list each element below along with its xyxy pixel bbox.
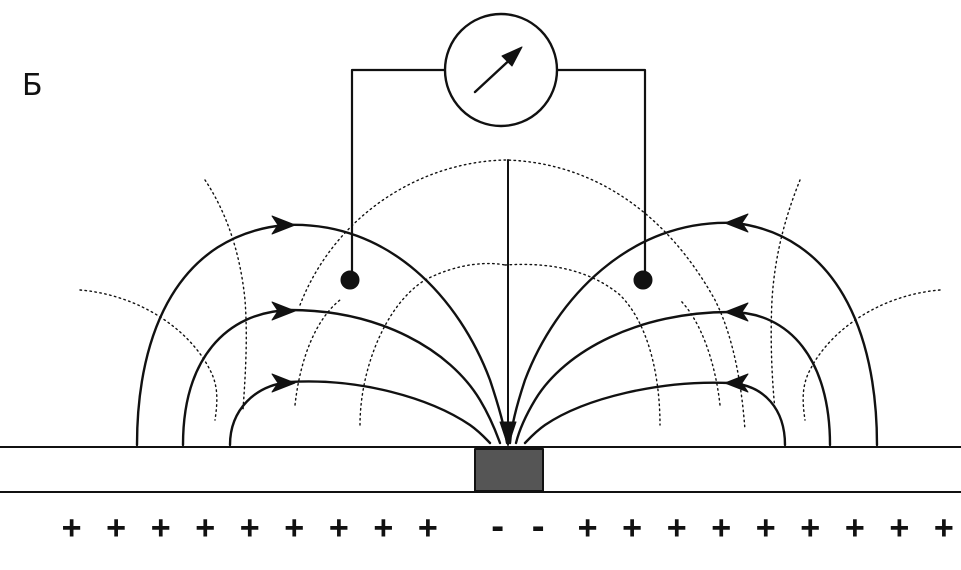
arrow-right-middle bbox=[724, 302, 749, 322]
current-line-left-inner bbox=[228, 380, 492, 447]
equipotential-left-mid bbox=[359, 262, 506, 426]
current-line-right-outer bbox=[508, 221, 879, 447]
equipotential-large-arc bbox=[299, 159, 746, 431]
equipotential-left-3 bbox=[294, 299, 341, 406]
positive-charges-left: + + + + + + + + + bbox=[62, 508, 441, 546]
arrow-right-outer bbox=[724, 213, 749, 233]
current-line-left-middle bbox=[181, 308, 502, 447]
arrow-right-inner bbox=[724, 373, 749, 393]
equipotential-right-mid bbox=[504, 263, 661, 426]
equipotential-right-3 bbox=[679, 299, 721, 406]
equipotential-lines bbox=[79, 159, 941, 431]
arrow-left-middle bbox=[271, 301, 296, 321]
current-arrows bbox=[271, 213, 749, 393]
current-line-right-middle bbox=[514, 310, 832, 447]
arrow-left-outer bbox=[271, 215, 296, 235]
current-line-left-outer bbox=[135, 223, 509, 447]
equipotential-left-1 bbox=[204, 179, 247, 411]
probe-right bbox=[633, 270, 653, 290]
probe-left bbox=[340, 270, 360, 290]
positive-charges-right: + + + + + + + + + bbox=[578, 508, 957, 546]
equipotential-right-1 bbox=[770, 179, 801, 411]
panel-label: Б bbox=[22, 68, 43, 103]
current-lines-right bbox=[508, 221, 879, 447]
negative-charges-center: - - bbox=[488, 508, 549, 546]
galvanometer-icon bbox=[443, 12, 559, 128]
meter-wire-left bbox=[350, 68, 447, 280]
electrode-block bbox=[474, 448, 544, 492]
current-line-right-inner bbox=[523, 381, 787, 447]
arrow-left-inner bbox=[271, 373, 296, 393]
meter-wire-right bbox=[556, 68, 647, 280]
central-arrow bbox=[499, 421, 517, 447]
equipotential-right-2 bbox=[802, 289, 941, 421]
current-lines-left bbox=[135, 223, 509, 447]
